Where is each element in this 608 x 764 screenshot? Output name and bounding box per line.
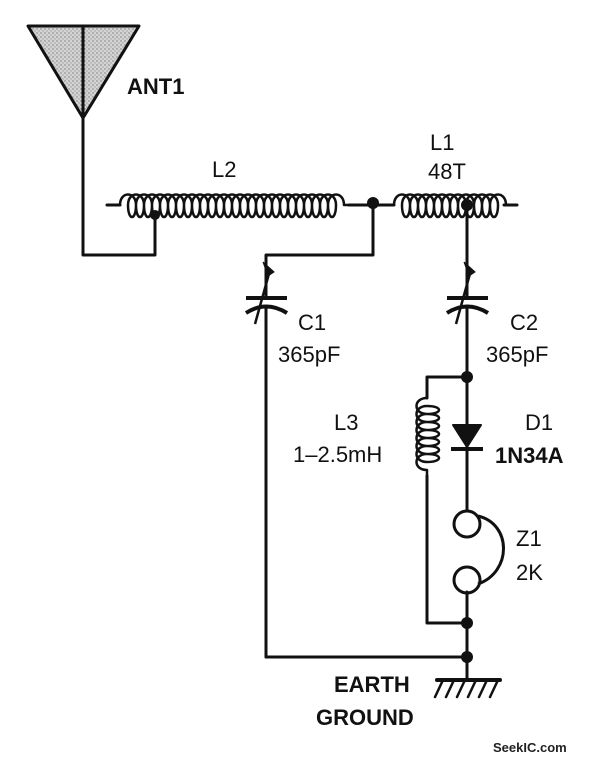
d1-diode: [451, 424, 483, 451]
l1-value: 48T: [428, 159, 466, 184]
junction-dots: [150, 197, 473, 663]
watermark: SeekIC.com: [493, 740, 567, 755]
ant1-label: ANT1: [127, 74, 184, 99]
antenna-symbol: [26, 24, 141, 120]
l3-inductor: [415, 396, 441, 476]
earth-ground-icon: [433, 678, 502, 699]
l1-label: L1: [430, 130, 454, 155]
earth-label: EARTH: [334, 672, 410, 697]
c1-variable-capacitor: [244, 261, 289, 325]
ground-label: GROUND: [316, 705, 414, 730]
d1-value: 1N34A: [495, 443, 564, 468]
c1-value: 365pF: [278, 342, 340, 367]
l1-inductor: [392, 193, 517, 219]
c1-label: C1: [298, 310, 326, 335]
l2-inductor: [118, 193, 349, 219]
l2-label: L2: [212, 157, 236, 182]
c2-variable-capacitor: [445, 261, 490, 325]
c2-label: C2: [510, 310, 538, 335]
z1-headphones: [452, 509, 505, 595]
wires: [81, 116, 519, 682]
z1-value: 2K: [516, 560, 543, 585]
l3-label: L3: [334, 410, 358, 435]
z1-label: Z1: [516, 526, 542, 551]
l3-value: 1–2.5mH: [293, 442, 382, 467]
c2-value: 365pF: [486, 342, 548, 367]
d1-label: D1: [525, 410, 553, 435]
